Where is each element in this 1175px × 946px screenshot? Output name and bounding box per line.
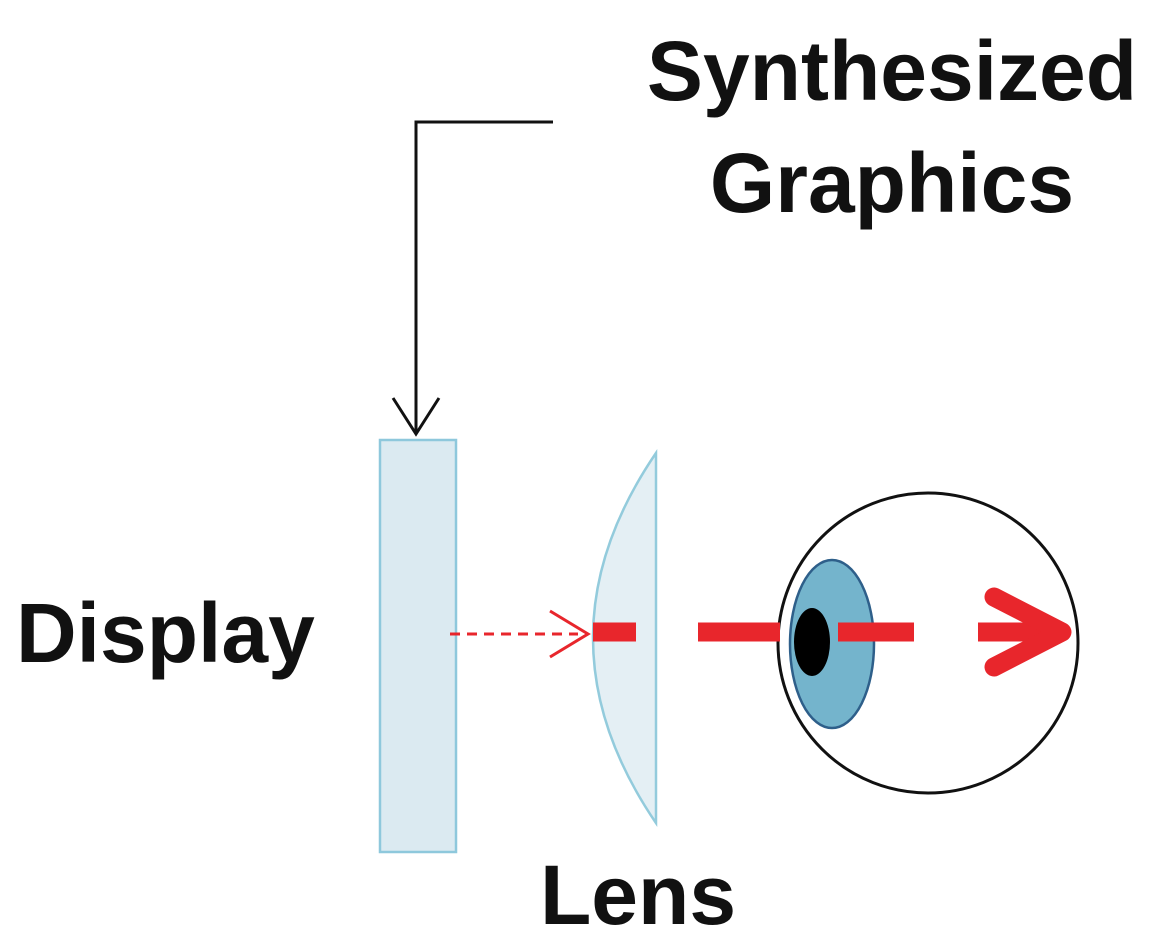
light-ray-arrowhead-large bbox=[984, 587, 1072, 677]
synthesized-graphics-label-line2: Graphics bbox=[710, 136, 1074, 230]
lens-label: Lens bbox=[540, 848, 736, 942]
pointer-arrowhead bbox=[391, 397, 441, 437]
pointer-line bbox=[414, 120, 553, 432]
pupil bbox=[794, 608, 830, 676]
display-panel bbox=[378, 438, 458, 854]
synthesized-graphics-label-line1: Synthesized bbox=[647, 24, 1137, 118]
display-label: Display bbox=[16, 586, 315, 680]
light-ray-arrowhead-small bbox=[549, 609, 591, 659]
iris bbox=[788, 558, 876, 730]
